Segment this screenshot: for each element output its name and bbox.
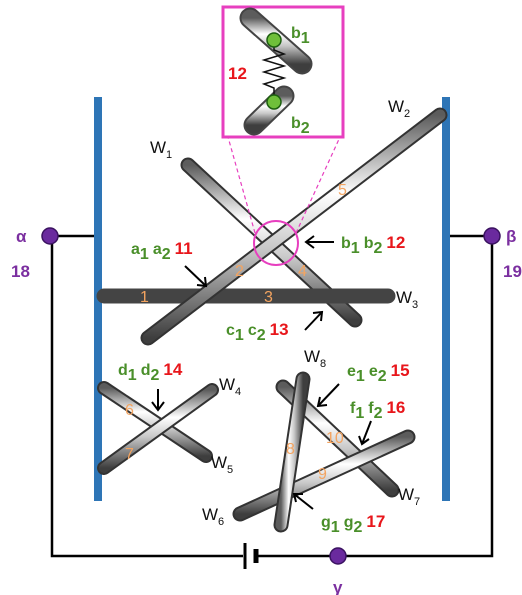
segment-7: 7 bbox=[125, 446, 134, 463]
segment-10: 10 bbox=[326, 430, 344, 447]
wire-w6 bbox=[234, 431, 414, 520]
wire-w1-label: W1 bbox=[150, 138, 172, 161]
beta-symbol: β bbox=[506, 227, 516, 246]
spring-icon bbox=[261, 42, 287, 102]
inset-box bbox=[221, 5, 345, 139]
wire-w4 bbox=[99, 385, 217, 473]
wire-w8-label: W8 bbox=[304, 347, 326, 370]
inset-b2-label: b2 bbox=[291, 115, 310, 137]
arrow-d bbox=[151, 389, 165, 412]
contact-b2-dot bbox=[266, 94, 282, 110]
right-circuit-wire bbox=[258, 234, 494, 558]
arrow-g bbox=[292, 493, 314, 510]
nanowires bbox=[96, 107, 448, 533]
wire-w6-label: W6 bbox=[202, 505, 224, 528]
inset-labels: b1 b2 12 bbox=[228, 25, 310, 137]
wire-labels: W1 W2 W3 W4 W5 W6 W7 W8 bbox=[150, 97, 420, 528]
circuit-wiring bbox=[50, 234, 494, 558]
segment-3: 3 bbox=[264, 289, 273, 306]
arrow-a bbox=[184, 265, 208, 288]
segment-5: 5 bbox=[338, 182, 347, 199]
wire-w2-label: W2 bbox=[388, 97, 410, 120]
battery-icon bbox=[243, 543, 259, 569]
magnifier-callout bbox=[227, 136, 341, 266]
beta-number: 19 bbox=[503, 262, 522, 281]
right-electrode bbox=[442, 97, 450, 501]
arrow-e bbox=[316, 383, 340, 408]
alpha-terminal[interactable] bbox=[41, 227, 59, 245]
magnifier-line-right bbox=[295, 136, 341, 234]
wire-w2 bbox=[142, 109, 446, 344]
terminal-labels: α 18 β 19 γ bbox=[11, 227, 522, 595]
wire-w7-label: W7 bbox=[398, 485, 420, 508]
alpha-symbol: α bbox=[16, 227, 27, 246]
arrow-c bbox=[304, 310, 324, 331]
inset-junction-number: 12 bbox=[228, 64, 247, 83]
wire-w5-label: W5 bbox=[211, 453, 233, 476]
magnifier-circle bbox=[253, 220, 299, 266]
wire-w4-label: W4 bbox=[219, 375, 241, 398]
segment-6: 6 bbox=[125, 402, 134, 419]
gamma-terminal[interactable] bbox=[329, 547, 347, 565]
arrow-b bbox=[304, 235, 334, 249]
inset-frame bbox=[221, 5, 345, 139]
contact-b1-dot bbox=[266, 32, 282, 48]
arrows bbox=[151, 235, 372, 510]
magnifier-line-left bbox=[227, 136, 256, 234]
gamma-symbol: γ bbox=[333, 578, 343, 595]
segment-9: 9 bbox=[318, 466, 327, 483]
wire-w8 bbox=[275, 373, 309, 531]
inset-b1-label: b1 bbox=[291, 25, 310, 47]
wire-w5 bbox=[99, 383, 211, 461]
alpha-number: 18 bbox=[11, 262, 30, 281]
left-circuit-wire bbox=[50, 234, 243, 558]
segment-2: 2 bbox=[235, 263, 244, 280]
segment-8: 8 bbox=[286, 441, 295, 458]
beta-terminal[interactable] bbox=[483, 227, 501, 245]
wire-w3-label: W3 bbox=[396, 288, 418, 311]
segment-1: 1 bbox=[140, 289, 149, 306]
segment-4: 4 bbox=[298, 263, 307, 280]
segment-labels: 1 2 3 4 5 6 7 8 9 10 bbox=[125, 182, 347, 483]
arrow-f bbox=[358, 420, 372, 446]
